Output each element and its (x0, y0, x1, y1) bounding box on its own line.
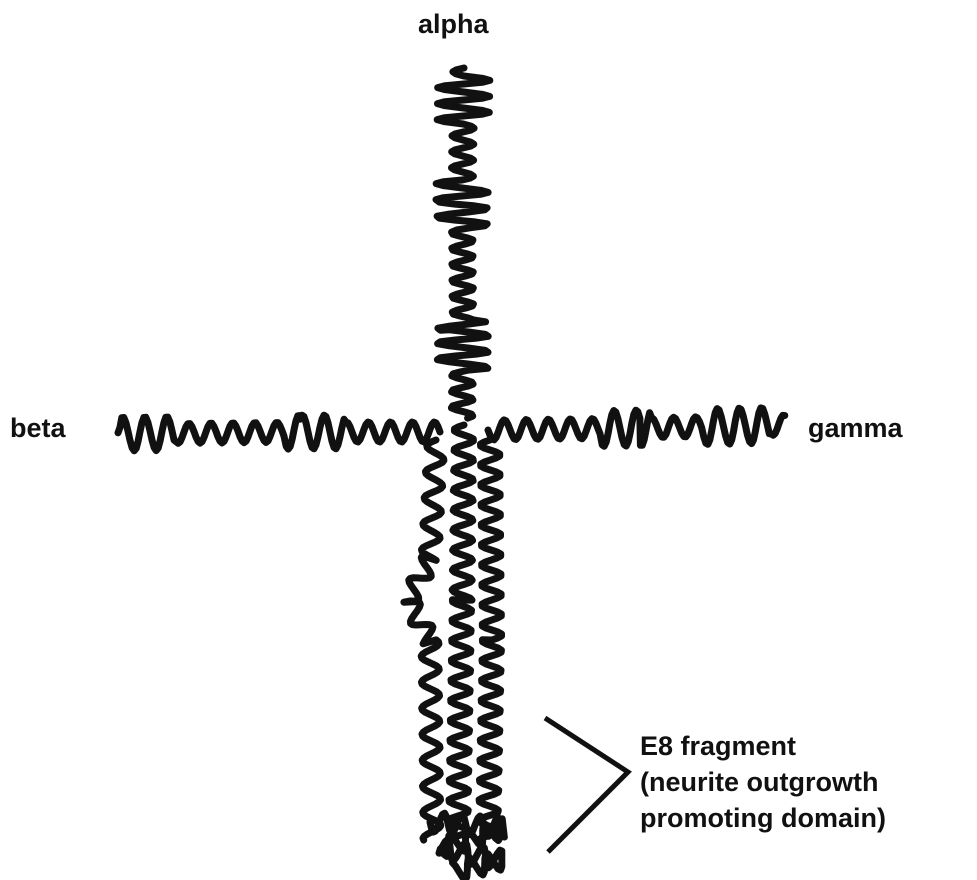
alpha-globular-domain (430, 813, 504, 879)
gamma-chain-label: gamma (808, 412, 903, 444)
gamma-chain-long-arm (478, 440, 501, 840)
e8-fragment-label: E8 fragment (neurite outgrowth promoting… (640, 728, 886, 836)
e8-fragment-desc-line1: (neurite outgrowth (640, 764, 886, 800)
e8-fragment-desc-line2: promoting domain) (640, 800, 886, 836)
e8-bracket (545, 718, 628, 852)
gamma-chain-short-arm (488, 408, 785, 446)
alpha-chain-label: alpha (418, 8, 489, 40)
beta-chain-label: beta (10, 412, 66, 444)
alpha-chain-long-arm (448, 425, 473, 840)
beta-chain-long-arm (404, 440, 444, 840)
alpha-chain-short-arm (436, 68, 490, 418)
e8-fragment-title: E8 fragment (640, 728, 886, 764)
beta-chain-short-arm (118, 415, 440, 451)
